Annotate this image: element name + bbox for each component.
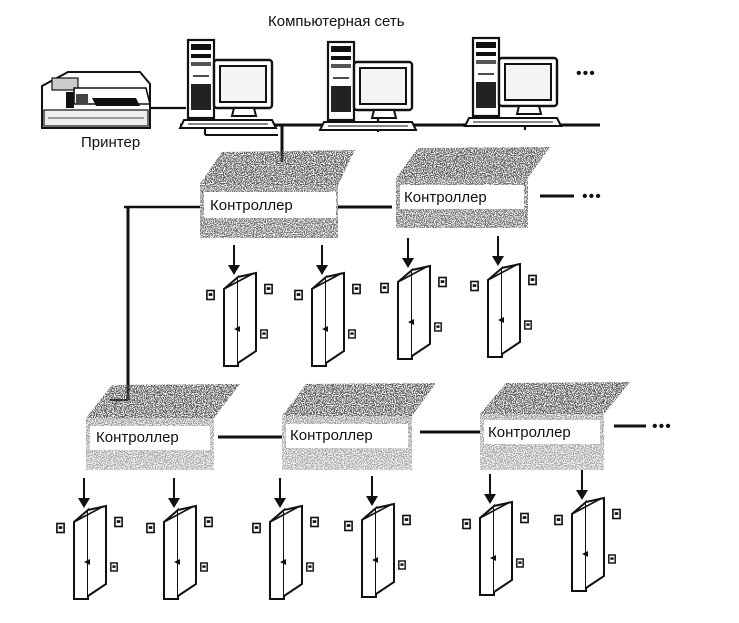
printer-label: Принтер	[81, 134, 140, 151]
access-point	[471, 236, 536, 357]
printer-icon	[41, 71, 152, 129]
controller-block: Контроллер	[480, 382, 630, 470]
controller-label: Контроллер	[488, 424, 571, 441]
workstation-icon	[318, 40, 418, 132]
controller-label: Контроллер	[404, 189, 487, 206]
access-point	[345, 476, 410, 597]
more-controllers-ellipsis: •••	[652, 418, 672, 435]
workstation-icon	[178, 38, 278, 130]
access-point	[555, 470, 620, 591]
access-point	[253, 478, 318, 599]
controller-block: Контроллер	[200, 150, 355, 238]
controller-block: Контроллер	[396, 147, 550, 228]
controller-label: Контроллер	[290, 427, 373, 444]
access-point	[147, 478, 212, 599]
controller-label: Контроллер	[96, 429, 179, 446]
diagram-title: Компьютерная сеть	[268, 13, 405, 30]
controller-block: Контроллер	[282, 383, 436, 470]
more-controllers-ellipsis: •••	[582, 188, 602, 205]
controller-label: Контроллер	[210, 197, 293, 214]
access-point	[381, 238, 446, 359]
controller-link	[110, 205, 200, 401]
access-point	[57, 478, 122, 599]
access-point	[295, 245, 360, 366]
access-point	[463, 474, 528, 595]
access-point	[207, 245, 272, 366]
more-workstations-ellipsis: •••	[576, 65, 596, 82]
workstation-icon	[463, 36, 563, 128]
controller-block: Контроллер	[86, 384, 240, 470]
